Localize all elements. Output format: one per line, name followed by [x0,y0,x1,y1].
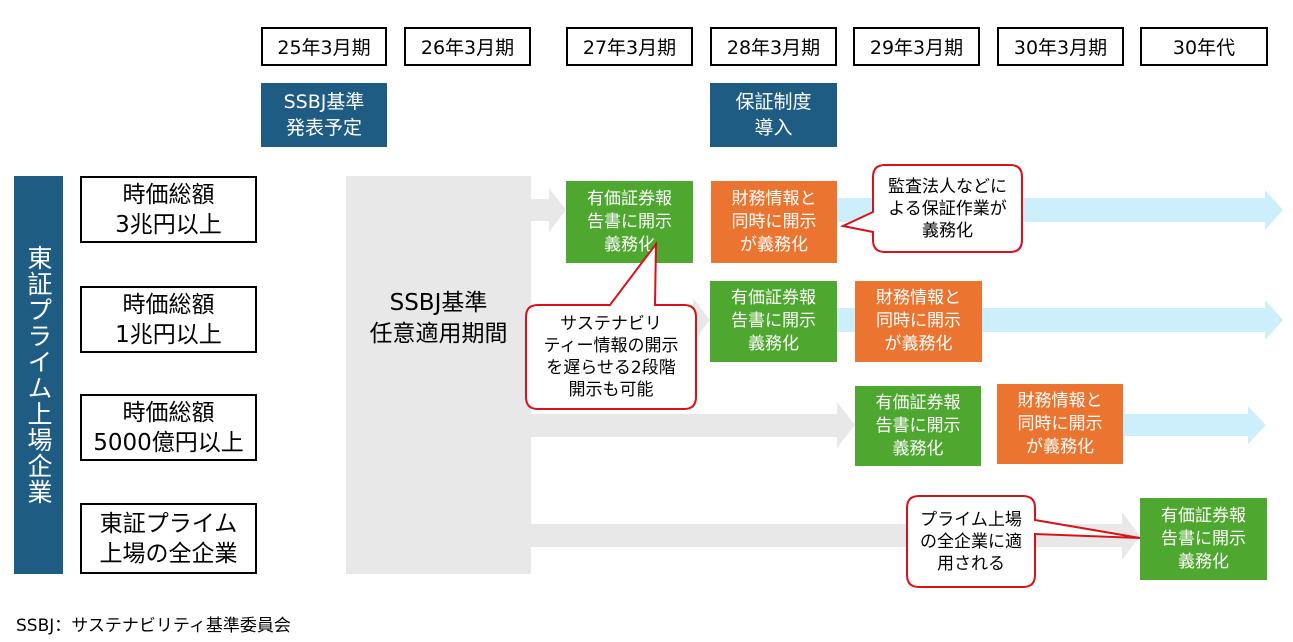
grey-arrow-row3 [531,402,855,448]
orange-simultaneous-row2: 財務情報と 同時に開示 が義務化 [855,281,982,362]
callout-line: の全企業に適 [920,531,1022,552]
period-header-30: 30年3月期 [997,27,1124,66]
period-header-27: 27年3月期 [566,27,693,66]
box-line: 有価証券報 [875,392,961,413]
milestone-line: SSBJ基準 [283,91,365,113]
box-line: 告書に開示 [587,211,672,232]
callout-two-stage-text: サステナビリ ティー情報の開示 を遅らせる2段階 開示も可能 [526,307,696,407]
green-disclosure-row4: 有価証券報 告書に開示 義務化 [1140,498,1267,580]
period-label: 30年代 [1172,37,1236,59]
period-header-25: 25年3月期 [261,27,387,66]
row-label-line: 5000億円以上 [93,429,244,456]
period-header-2030s: 30年代 [1140,27,1268,66]
row-label-line: 時価総額 [122,291,215,318]
callout-line: ティー情報の開示 [543,336,679,356]
callout-line: プライム上場 [920,509,1022,530]
callout-line: 用される [937,553,1005,574]
box-line: が義務化 [884,334,953,354]
box-line: 有価証券報 [587,188,672,209]
orange-simultaneous-row3: 財務情報と 同時に開示 が義務化 [997,384,1123,464]
box-line: 同時に開示 [1017,413,1103,434]
blue-arrow-row3 [1123,406,1266,444]
box-line: 有価証券報 [1161,505,1246,526]
callout-line: 開示も可能 [568,380,654,400]
box-line: 義務化 [892,438,944,459]
green-disclosure-row2: 有価証券報 告書に開示 義務化 [710,281,837,362]
row-label-all-prime: 東証プライム 上場の全企業 [80,503,257,574]
box-line: 財務情報と [876,288,961,308]
period-label: 28年3月期 [726,37,821,59]
milestone-line: 導入 [754,117,793,139]
callout-line: サステナビリ [560,314,662,334]
green-disclosure-row1: 有価証券報 告書に開示 義務化 [566,181,693,263]
callout-audit-text: 監査法人などに よる保証作業が 義務化 [873,167,1022,250]
callout-line: 監査法人などに [888,176,1007,197]
period-header-28: 28年3月期 [710,27,837,66]
milestone-ssbj-release: SSBJ基準 発表予定 [261,83,387,147]
box-line: 財務情報と [731,188,817,209]
period-label: 27年3月期 [582,37,677,59]
callout-line: よる保証作業が [888,198,1007,219]
period-label: 30年3月期 [1013,37,1108,59]
milestone-line: 保証制度 [735,91,812,113]
callout-all-prime-shape [906,495,1141,588]
voluntary-line: 任意適用期間 [369,321,508,347]
footnote: SSBJ：サステナビリティ基準委員会 [16,616,291,636]
period-label: 26年3月期 [420,37,515,59]
box-line: 義務化 [604,234,655,255]
voluntary-application-period: SSBJ基準 任意適用期間 [346,176,531,574]
grey-arrow-row1 [531,188,566,232]
row-label-line: 時価総額 [122,399,215,426]
box-line: 同時に開示 [876,311,961,331]
box-line: 義務化 [1178,551,1229,572]
milestone-assurance: 保証制度 導入 [710,83,837,147]
callout-audit-shape [839,164,1023,253]
milestone-line: 発表予定 [285,117,362,139]
row-label-500billion: 時価総額 5000億円以上 [80,394,257,461]
row-label-line: 時価総額 [122,181,215,208]
callout-line: 義務化 [922,220,973,241]
row-label-line: 1兆円以上 [115,321,222,348]
voluntary-line: SSBJ基準 [389,290,488,316]
box-line: 義務化 [748,334,799,354]
box-line: 告書に開示 [1161,528,1246,549]
period-header-29: 29年3月期 [853,27,980,66]
box-line: が義務化 [1026,436,1094,457]
row-label-line: 3兆円以上 [115,211,222,238]
box-line: 有価証券報 [731,288,816,308]
row-label-3trillion: 時価総額 3兆円以上 [80,176,257,243]
box-line: 告書に開示 [875,415,961,436]
callout-all-prime-text: プライム上場 の全企業に適 用される [907,498,1035,585]
row-label-1trillion: 時価総額 1兆円以上 [80,286,257,353]
box-line: が義務化 [740,234,808,255]
box-line: 告書に開示 [731,311,816,331]
period-label: 25年3月期 [277,37,371,59]
row-label-line: 上場の全企業 [99,540,238,567]
period-header-26: 26年3月期 [404,27,531,66]
green-disclosure-row3: 有価証券報 告書に開示 義務化 [855,386,981,466]
period-label: 29年3月期 [869,37,964,59]
callout-line: を遅らせる2段階 [546,358,676,378]
box-line: 同時に開示 [731,211,817,232]
prime-listed-text: 東証プライム上場企業 [24,245,53,505]
box-line: 財務情報と [1017,390,1103,411]
orange-simultaneous-row1: 財務情報と 同時に開示 が義務化 [711,181,837,263]
row-label-line: 東証プライム [99,510,238,537]
prime-listed-label: 東証プライム上場企業 [14,176,63,574]
callout-two-stage-shape [525,240,697,410]
